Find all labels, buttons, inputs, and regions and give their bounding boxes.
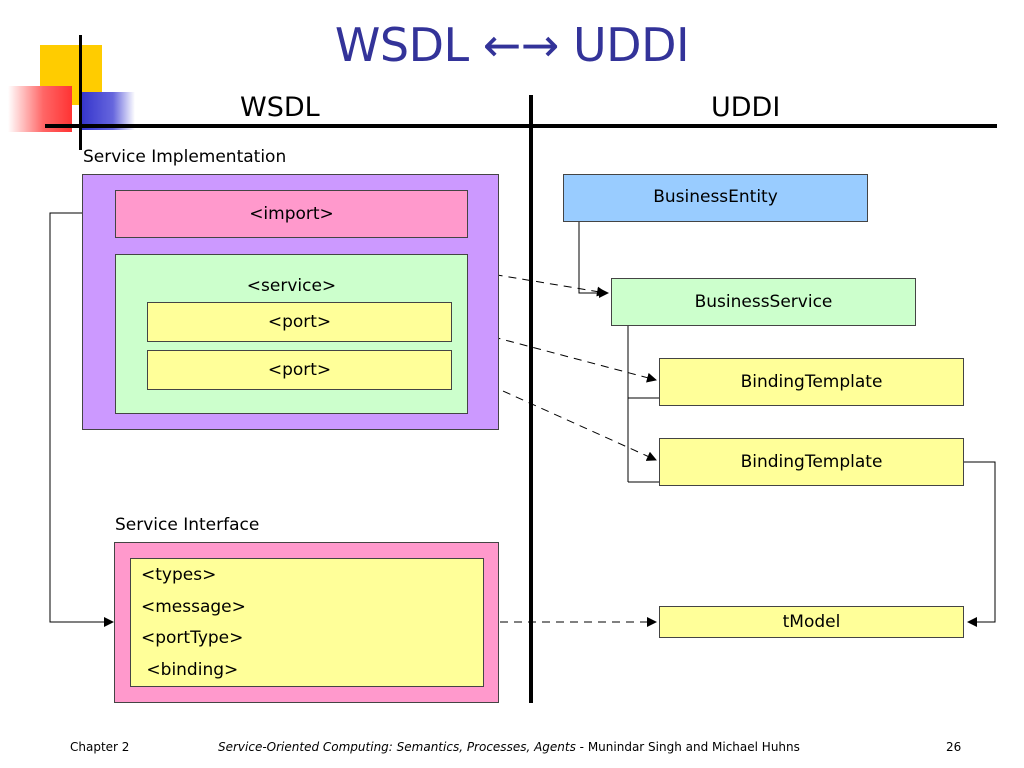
footer-chapter: Chapter 2 xyxy=(70,740,130,754)
interface-item-message: <message> xyxy=(141,597,246,617)
binding-to-tmodel-connector xyxy=(964,461,996,627)
business-entity-box: BusinessEntity xyxy=(563,174,868,222)
tmodel-box: tModel xyxy=(659,606,964,638)
business-service-box: BusinessService xyxy=(611,278,916,326)
entity-to-service-connector xyxy=(578,221,609,298)
column-divider xyxy=(529,95,533,703)
footer-page-number: 26 xyxy=(946,740,962,754)
decoration-blue-square xyxy=(80,92,135,130)
interface-elements-box: <types> <message> <portType> <binding> xyxy=(130,558,484,687)
slide-title: WSDL ←→ UDDI xyxy=(334,18,690,72)
port2-to-bindingtemplate2-mapping xyxy=(451,367,657,461)
column-header-uddi: UDDI xyxy=(711,92,781,123)
service-interface-caption: Service Interface xyxy=(115,515,260,535)
service-implementation-caption: Service Implementation xyxy=(83,147,287,167)
port-box-1: <port> xyxy=(147,302,452,342)
service-to-businessservice-mapping xyxy=(466,269,607,297)
decoration-vertical-line xyxy=(79,35,82,150)
binding-template-box-2: BindingTemplate xyxy=(659,438,964,486)
header-divider xyxy=(45,124,997,128)
interface-item-porttype: <portType> xyxy=(141,628,244,648)
binding-template-box-1: BindingTemplate xyxy=(659,358,964,406)
footer-book-title: Service-Oriented Computing: Semantics, P… xyxy=(218,740,576,754)
port-box-2: <port> xyxy=(147,350,452,390)
interface-item-binding: <binding> xyxy=(141,660,239,680)
import-box: <import> xyxy=(115,190,468,238)
footer-authors: - Munindar Singh and Michael Huhns xyxy=(575,740,800,754)
column-header-wsdl: WSDL xyxy=(240,92,320,123)
footer-citation: Service-Oriented Computing: Semantics, P… xyxy=(218,740,800,754)
interface-item-types: <types> xyxy=(141,565,217,585)
service-label: <service> xyxy=(246,276,337,296)
